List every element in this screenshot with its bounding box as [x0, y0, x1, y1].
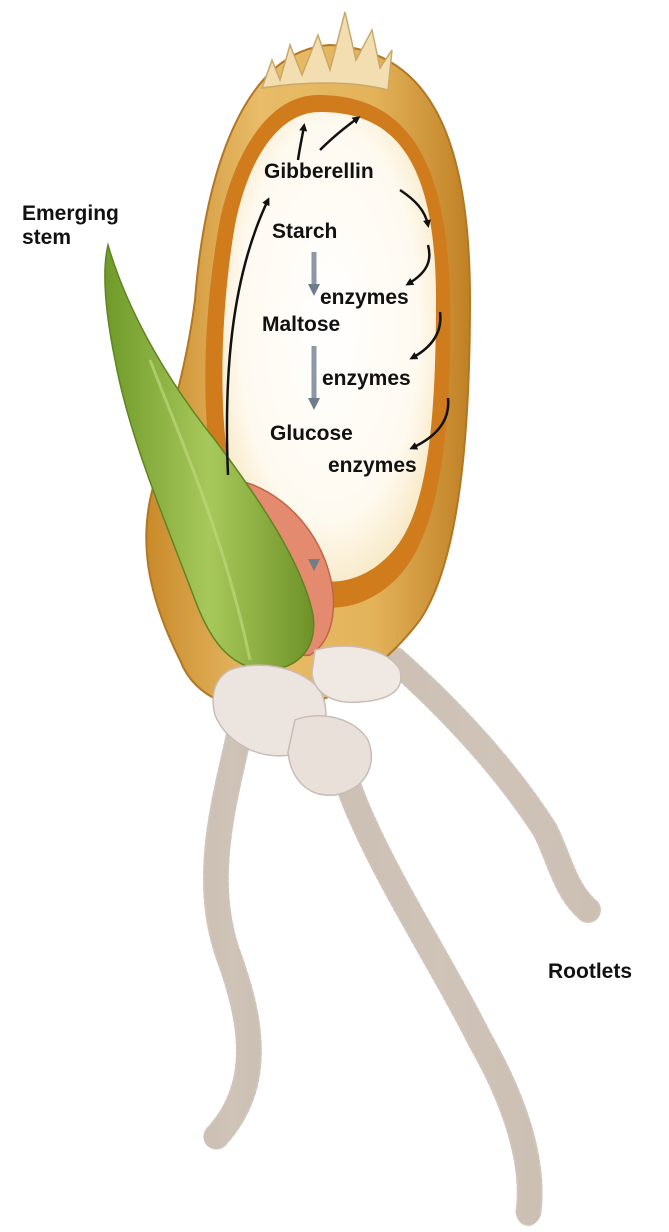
glucose-label: Glucose	[270, 422, 353, 446]
gibberellin-label: Gibberellin	[264, 160, 374, 184]
enzymes-label-3: enzymes	[328, 454, 417, 478]
enzymes-label-2: enzymes	[322, 367, 411, 391]
starch-label: Starch	[272, 220, 337, 244]
emerging-stem-label-line1: Emerging	[22, 202, 119, 226]
maltose-label: Maltose	[262, 313, 340, 337]
emerging-stem-label-line2: stem	[22, 226, 119, 250]
emerging-stem-label: Emerging stem	[22, 202, 119, 250]
rootlets-label: Rootlets	[548, 960, 632, 984]
enzymes-label-1: enzymes	[320, 286, 409, 310]
